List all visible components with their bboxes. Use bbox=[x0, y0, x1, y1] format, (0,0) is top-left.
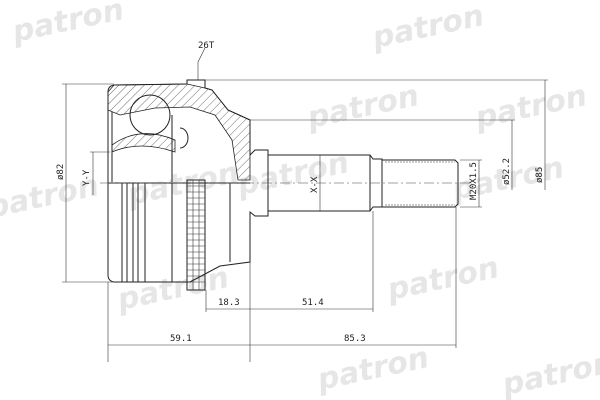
watermark-logo: patron bbox=[8, 0, 127, 50]
dim-outer-diameter-left: ø82 bbox=[56, 164, 66, 180]
watermark-logo: patron bbox=[123, 155, 242, 213]
thread-label: M20X1.5 bbox=[469, 162, 479, 200]
dim-abs-to-face: 18.3 bbox=[218, 298, 240, 308]
watermark-logo: patron bbox=[498, 345, 600, 400]
dim-housing-length: 59.1 bbox=[170, 334, 192, 344]
watermark-logo: patron bbox=[313, 340, 432, 398]
axis-y-label: Y-Y bbox=[82, 169, 92, 186]
dim-total-shaft-length: 85.3 bbox=[344, 334, 366, 344]
dimension-lines bbox=[62, 47, 548, 362]
watermark-logo: patron bbox=[383, 250, 502, 308]
watermark-logo: patron bbox=[303, 78, 422, 136]
watermark-logo: patron bbox=[471, 78, 590, 136]
watermark-logo: patron bbox=[368, 0, 487, 56]
abs-ring bbox=[186, 179, 206, 291]
teeth-count-label: 26T bbox=[198, 41, 215, 51]
stub-shaft bbox=[267, 154, 459, 212]
dim-shaft-length: 51.4 bbox=[302, 298, 324, 308]
dim-seal-diameter: ø52.2 bbox=[502, 158, 512, 185]
dim-outer-diameter-right: ø85 bbox=[535, 167, 545, 183]
axis-x-label: X-X bbox=[310, 176, 320, 193]
